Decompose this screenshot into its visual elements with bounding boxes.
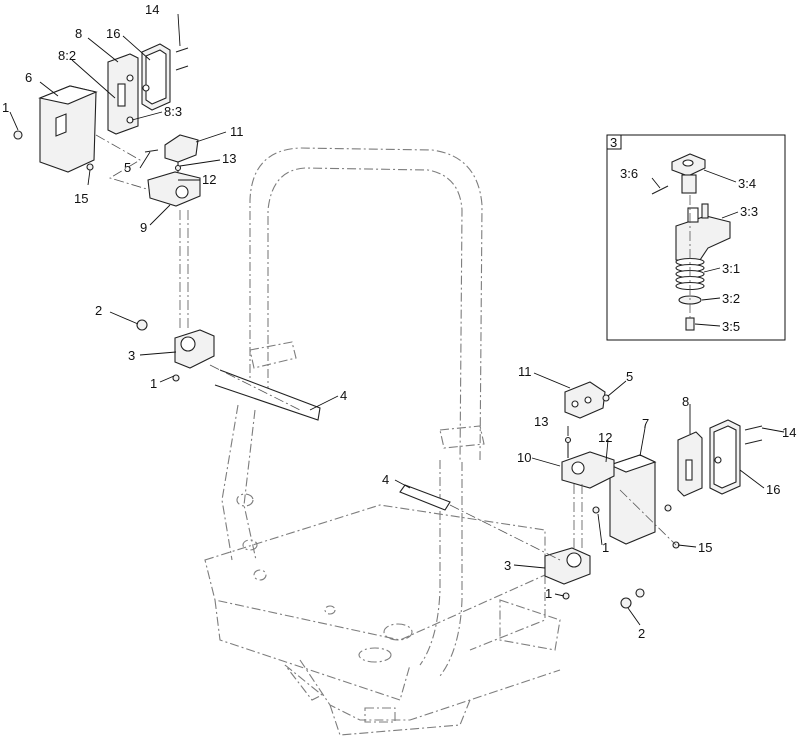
callout-11-upper: 11: [230, 124, 244, 139]
nut-icon: [620, 597, 632, 609]
callout-13-upper: 13: [222, 151, 236, 166]
callout-2-lower: 2: [638, 626, 645, 641]
bolt: [685, 317, 695, 331]
callout-8-2: 8:2: [58, 48, 76, 63]
detail-inset-3: 3: [606, 134, 786, 341]
callout-3-4: 3:4: [738, 176, 756, 191]
callout-12-lower: 12: [598, 430, 612, 445]
callout-8-3: 8:3: [164, 104, 182, 119]
callout-3-5: 3:5: [722, 319, 740, 334]
hinge-bracket-left: [147, 171, 201, 207]
callout-8-lower: 8: [682, 394, 689, 409]
callout-15-lower: 15: [698, 540, 712, 555]
callout-1-right-cover: 1: [602, 540, 609, 555]
hinge-bracket-right: [561, 451, 615, 489]
callout-16-lower: 16: [766, 482, 780, 497]
rod-right: [399, 484, 451, 511]
callout-2-upper: 2: [95, 303, 102, 318]
callout-3-right: 3: [504, 558, 511, 573]
callout-1-left-pivot: 1: [150, 376, 157, 391]
callout-3-2: 3:2: [722, 291, 740, 306]
callout-5-lower: 5: [626, 369, 633, 384]
callout-15-upper: 15: [74, 191, 88, 206]
callout-3-left: 3: [128, 348, 135, 363]
callout-4-right: 4: [382, 472, 389, 487]
callout-8-upper: 8: [75, 26, 82, 41]
callout-1-right-pivot: 1: [545, 586, 552, 601]
screw-icon: [13, 130, 23, 140]
callout-4-left: 4: [340, 388, 347, 403]
callout-3-1: 3:1: [722, 261, 740, 276]
callout-6: 6: [25, 70, 32, 85]
callout-5-upper: 5: [124, 160, 131, 175]
callout-11-lower: 11: [518, 364, 532, 379]
callout-16-upper: 16: [106, 26, 120, 41]
callout-12-upper: 12: [202, 172, 216, 187]
upper-left-light-assembly: [13, 43, 321, 421]
inset-label: 3: [610, 135, 617, 150]
leader-lines: [9, 13, 785, 626]
callout-9: 9: [140, 220, 147, 235]
callout-10: 10: [517, 450, 531, 465]
callout-3-3: 3:3: [740, 204, 758, 219]
rod-left: [214, 369, 321, 421]
callout-7: 7: [642, 416, 649, 431]
pivot-assembly-right: [544, 547, 591, 585]
pivot-assembly-left: [174, 329, 215, 369]
callout-1-upper-left: 1: [2, 100, 9, 115]
screw-icon: [86, 163, 94, 171]
nut-icon: [136, 319, 148, 331]
callout-13-lower: 13: [534, 414, 548, 429]
hinge-shield-left: [164, 134, 199, 163]
callout-labels: 14 16 8 8:2 6 1 8:3 11 13 5 12 15 9 2 3 …: [2, 2, 796, 641]
callout-3-6: 3:6: [620, 166, 638, 181]
callout-14-lower: 14: [782, 425, 796, 440]
roll-bar-frame: [204, 147, 561, 736]
callout-14-upper: 14: [145, 2, 159, 17]
lower-right-light-assembly: [399, 381, 763, 609]
